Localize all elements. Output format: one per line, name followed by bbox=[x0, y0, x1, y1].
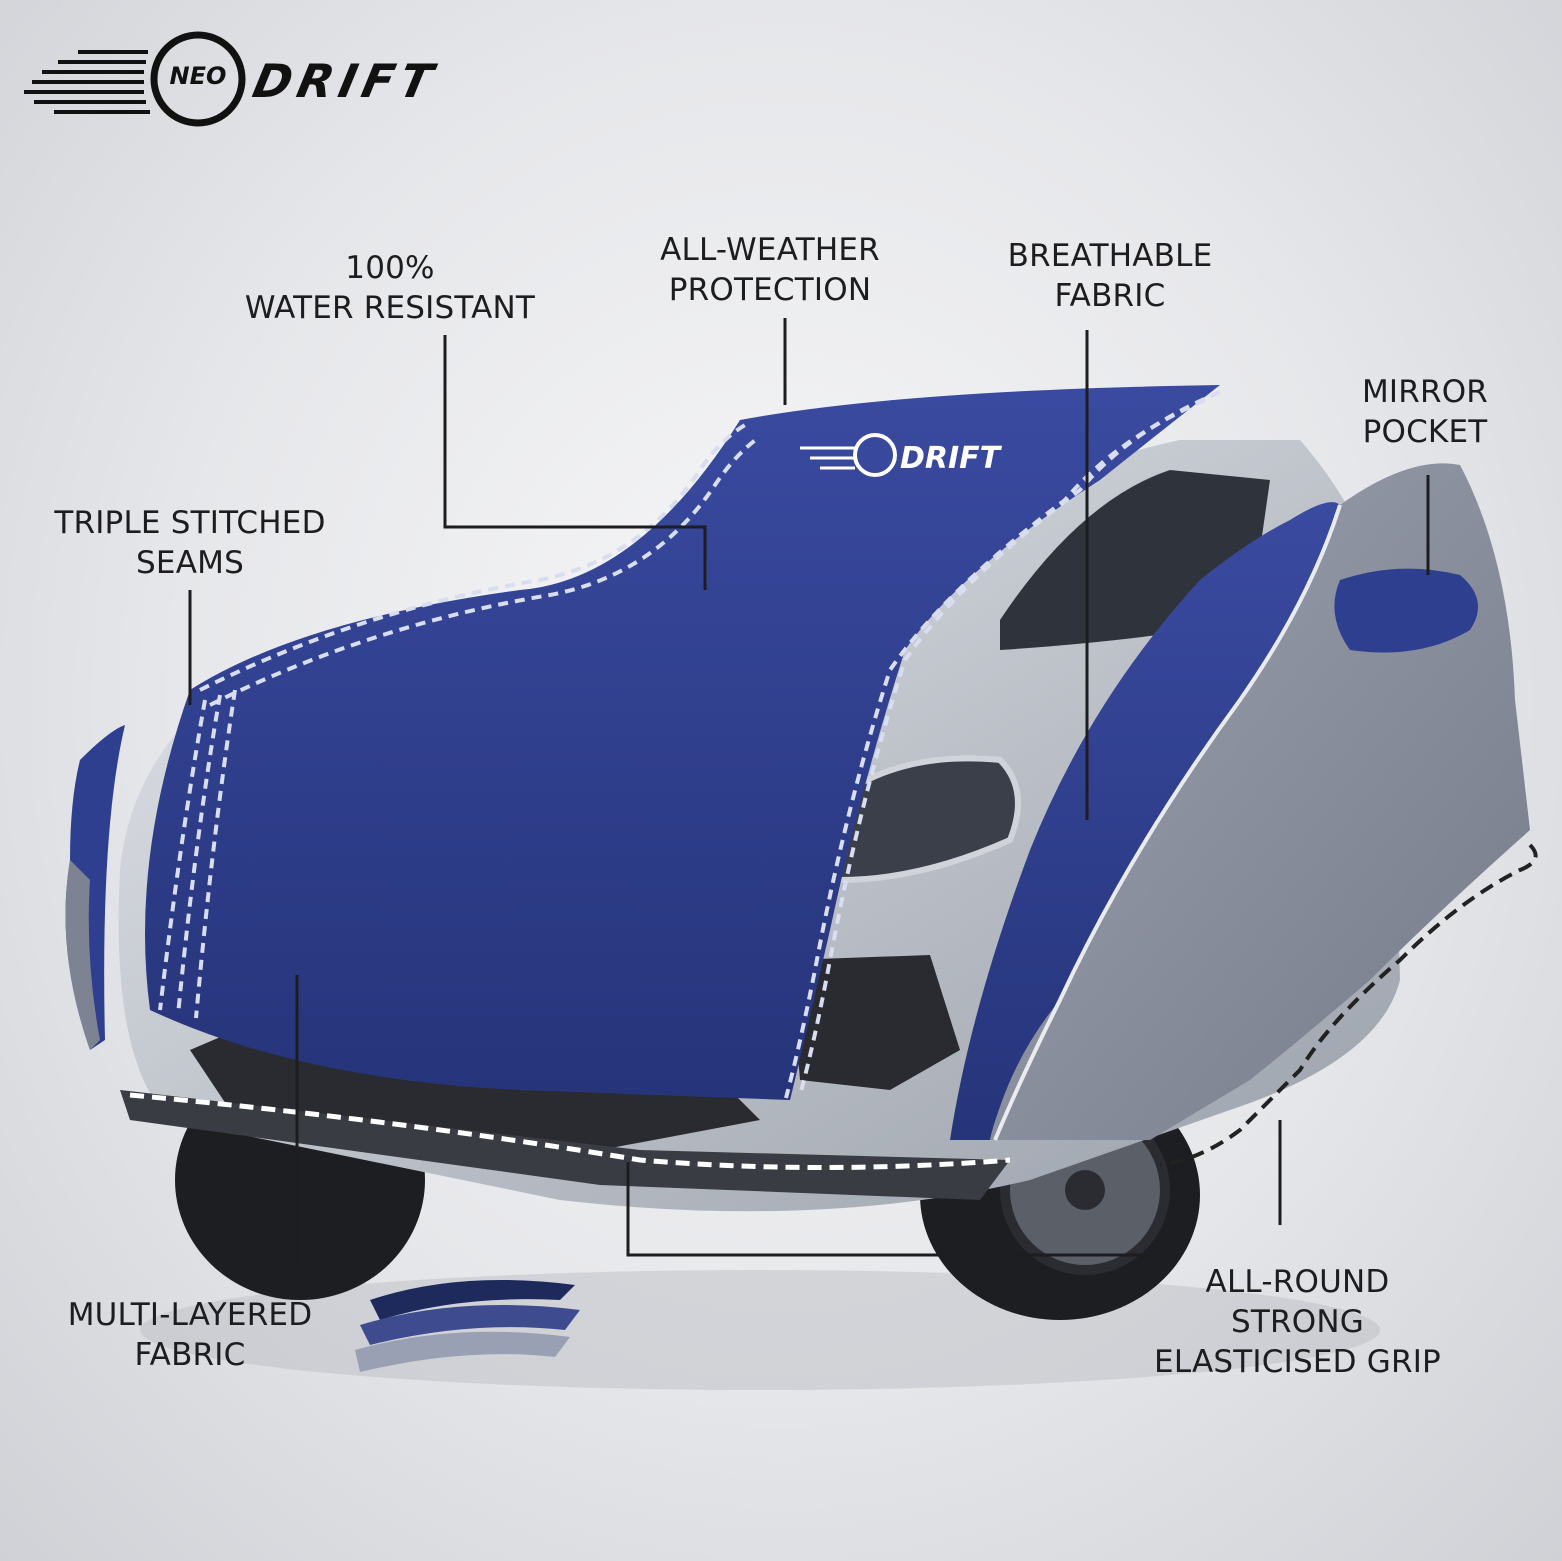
elastic-hem-front bbox=[129, 1092, 1011, 1170]
elastic-hem bbox=[1159, 843, 1538, 1167]
mirror-pocket-line2: POCKET bbox=[1362, 414, 1488, 450]
breathable-line1: BREATHABLE bbox=[1007, 238, 1213, 274]
logo-name: DRIFT bbox=[248, 54, 444, 108]
logo-speed-lines bbox=[24, 31, 246, 127]
label-elastic-grip: ALL-ROUND STRONG ELASTICISED GRIP bbox=[1150, 1262, 1445, 1382]
triple-stitched-line1: TRIPLE STITCHED bbox=[54, 505, 326, 541]
leader-lines bbox=[188, 318, 1430, 1265]
front-splitter bbox=[120, 1090, 1010, 1200]
leader-water-resistant bbox=[443, 335, 707, 590]
triple-stitched-line2: SEAMS bbox=[136, 545, 244, 581]
fabric-layers bbox=[355, 1280, 580, 1372]
multi-layered-line2: FABRIC bbox=[134, 1337, 246, 1373]
all-weather-line1: ALL-WEATHER bbox=[660, 232, 880, 268]
label-water-resistant: 100% WATER RESISTANT bbox=[240, 248, 540, 328]
logo-prefix: NEO bbox=[169, 62, 227, 90]
stitched-seams bbox=[158, 390, 1221, 1099]
water-resistant-line2: WATER RESISTANT bbox=[244, 290, 536, 326]
lower-intake bbox=[790, 955, 960, 1090]
label-mirror-pocket: MIRROR POCKET bbox=[1345, 372, 1505, 452]
mirror-pocket-line1: MIRROR bbox=[1361, 374, 1489, 410]
leader-elastic-grip-a bbox=[626, 1162, 1170, 1257]
cover-side-band bbox=[950, 502, 1340, 1141]
multi-layered-line1: MULTI-LAYERED bbox=[67, 1297, 313, 1333]
cover-blue-panel bbox=[145, 385, 1220, 1100]
elastic-grip-line2: STRONG bbox=[1231, 1304, 1364, 1340]
label-breathable: BREATHABLE FABRIC bbox=[995, 236, 1225, 316]
label-triple-stitched: TRIPLE STITCHED SEAMS bbox=[40, 503, 340, 583]
breathable-line2: FABRIC bbox=[1054, 278, 1166, 314]
all-weather-line2: PROTECTION bbox=[668, 272, 872, 308]
cover-edge-left-grey bbox=[65, 860, 100, 1050]
brand-logo: NEO DRIFT bbox=[18, 22, 458, 132]
label-multi-layered: MULTI-LAYERED FABRIC bbox=[50, 1295, 330, 1375]
elastic-grip-line3: ELASTICISED GRIP bbox=[1154, 1344, 1441, 1380]
grey-piping bbox=[993, 504, 1342, 1141]
water-resistant-line1: 100% bbox=[345, 250, 435, 286]
cover-logo: DRIFT bbox=[800, 433, 1003, 477]
alloy-hub bbox=[1065, 1170, 1105, 1210]
elastic-grip-line1: ALL-ROUND bbox=[1205, 1264, 1390, 1300]
label-all-weather: ALL-WEATHER PROTECTION bbox=[640, 230, 900, 310]
svg-text:DRIFT: DRIFT bbox=[900, 441, 1003, 476]
mirror-pocket bbox=[1334, 568, 1478, 653]
